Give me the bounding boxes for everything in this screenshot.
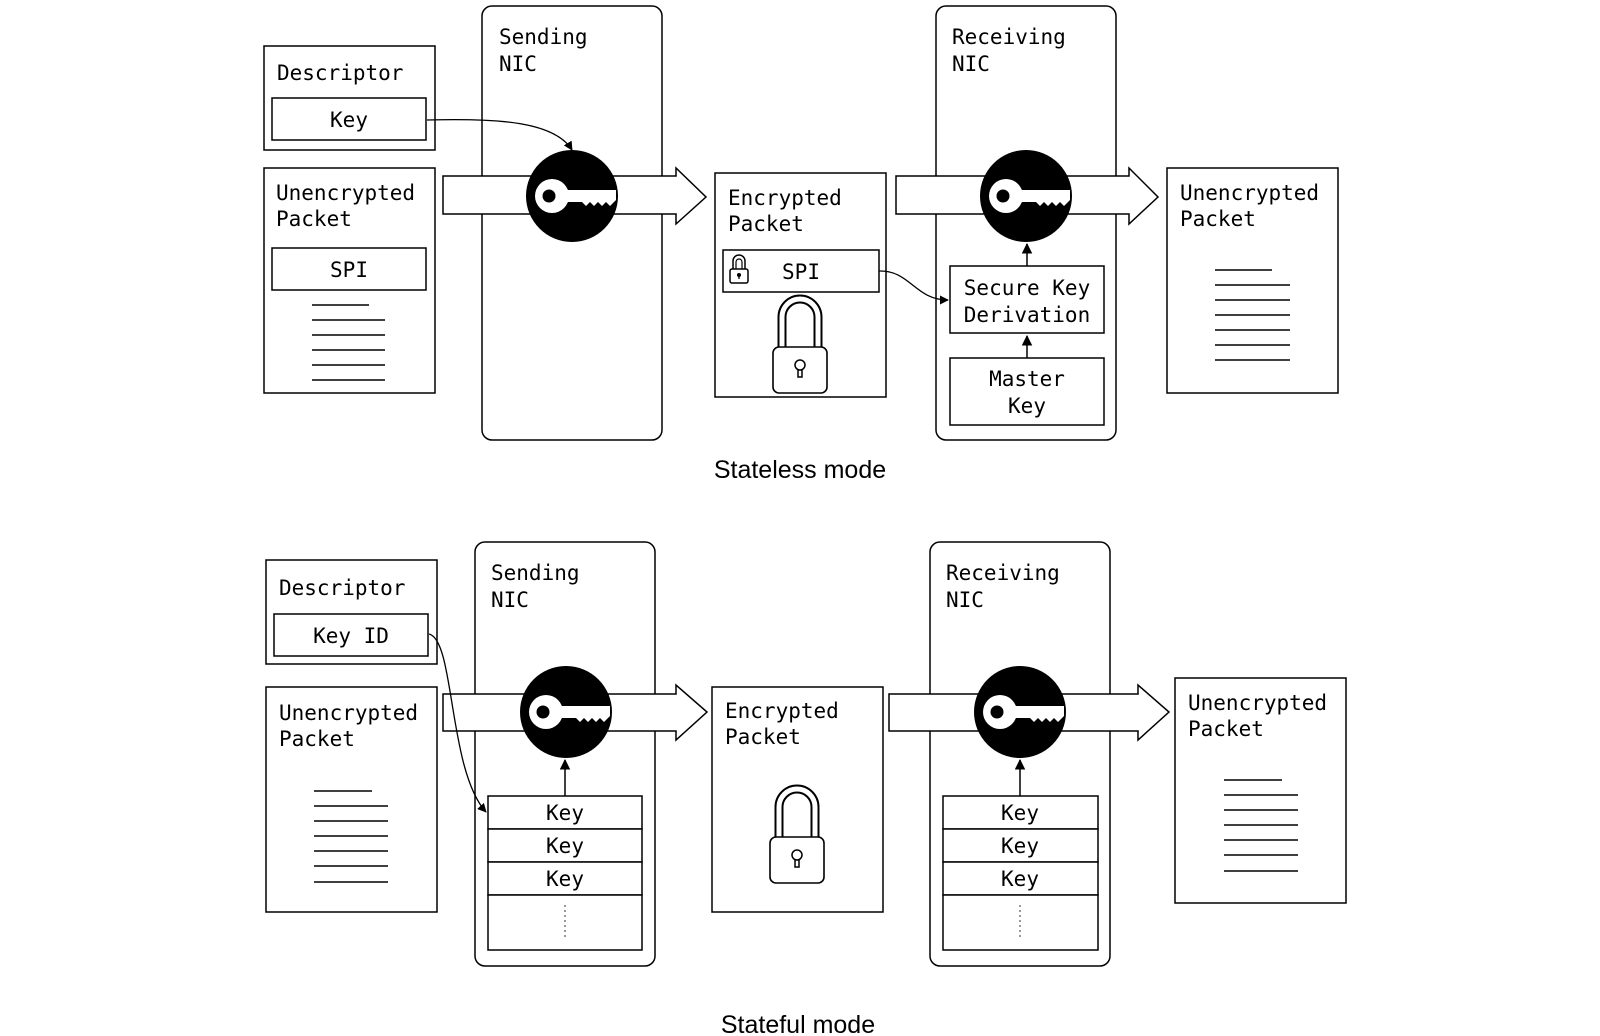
nic-label-line2: NIC <box>491 588 529 612</box>
key-table: Key Key Key <box>942 795 1099 951</box>
key-table-row: Key <box>546 834 584 858</box>
packet-label-line1: Unencrypted <box>279 701 418 725</box>
nic-label-line1: Sending <box>499 25 588 49</box>
stateless-unencrypted-packet-in: Unencrypted Packet SPI <box>263 167 436 394</box>
descriptor-title: Descriptor <box>277 61 403 85</box>
descriptor-title: Descriptor <box>279 576 405 600</box>
secure-key-derivation-line2: Derivation <box>964 303 1090 327</box>
secure-key-derivation-line1: Secure Key <box>964 276 1090 300</box>
spi-connector <box>878 270 949 305</box>
key-table-row: Key <box>546 801 584 825</box>
nic-label-line2: NIC <box>952 52 990 76</box>
document-lines-icon <box>1224 779 1298 872</box>
spi-field: SPI <box>782 260 820 284</box>
document-lines-icon <box>1215 269 1290 361</box>
key-icon <box>974 666 1066 758</box>
packet-label-line1: Unencrypted <box>276 181 415 205</box>
stateless-caption: Stateless mode <box>714 456 886 484</box>
key-icon <box>980 150 1072 242</box>
stateful-section: Descriptor Key ID Unencrypted Packet Sen… <box>265 541 1347 1036</box>
key-id-connector <box>428 633 487 813</box>
stateless-descriptor: Descriptor Key <box>263 45 436 151</box>
packet-label-line2: Packet <box>276 207 352 231</box>
key-table-row: Key <box>1001 867 1039 891</box>
stateless-section: Descriptor Key Unencrypted Packet SPI Se… <box>263 5 1339 484</box>
nic-label-line1: Sending <box>491 561 580 585</box>
small-padlock-icon <box>729 254 749 284</box>
key-icon <box>526 150 618 242</box>
stateful-unencrypted-packet-out: Unencrypted Packet <box>1174 677 1347 904</box>
nic-label-line1: Receiving <box>946 561 1060 585</box>
key-table: Key Key Key <box>487 795 643 951</box>
descriptor-key: Key <box>330 108 368 132</box>
nic-label-line2: NIC <box>946 588 984 612</box>
nic-label-line1: Receiving <box>952 25 1066 49</box>
spi-field: SPI <box>330 258 368 282</box>
document-lines-icon <box>312 304 385 381</box>
key-table-row: Key <box>1001 801 1039 825</box>
key-table-row: Key <box>546 867 584 891</box>
stateful-encrypted-packet: Encrypted Packet <box>711 686 884 913</box>
packet-label-line2: Packet <box>279 727 355 751</box>
descriptor-key-id: Key ID <box>313 624 389 648</box>
packet-label-line2: Packet <box>1188 717 1264 741</box>
key-table-row: Key <box>1001 834 1039 858</box>
packet-label-line2: Packet <box>725 725 801 749</box>
master-key-line2: Key <box>1008 394 1046 418</box>
stateful-descriptor: Descriptor Key ID <box>265 559 438 665</box>
descriptor-key-connector <box>426 118 573 151</box>
packet-label-line1: Unencrypted <box>1188 691 1327 715</box>
stateful-unencrypted-packet-in: Unencrypted Packet <box>265 686 438 913</box>
packet-label-line1: Encrypted <box>725 699 839 723</box>
packet-label-line1: Encrypted <box>728 186 842 210</box>
packet-label-line2: Packet <box>728 212 804 236</box>
stateful-caption: Stateful mode <box>721 1011 875 1036</box>
packet-label-line2: Packet <box>1180 207 1256 231</box>
packet-label-line1: Unencrypted <box>1180 181 1319 205</box>
master-key-line1: Master <box>989 367 1065 391</box>
stateless-encrypted-packet: Encrypted Packet SPI <box>714 172 887 398</box>
key-icon <box>520 666 612 758</box>
stateless-unencrypted-packet-out: Unencrypted Packet <box>1166 167 1339 394</box>
nic-label-line2: NIC <box>499 52 537 76</box>
stateful-sending-nic: Sending NIC Key Key Key <box>474 541 656 967</box>
document-lines-icon <box>314 790 388 883</box>
